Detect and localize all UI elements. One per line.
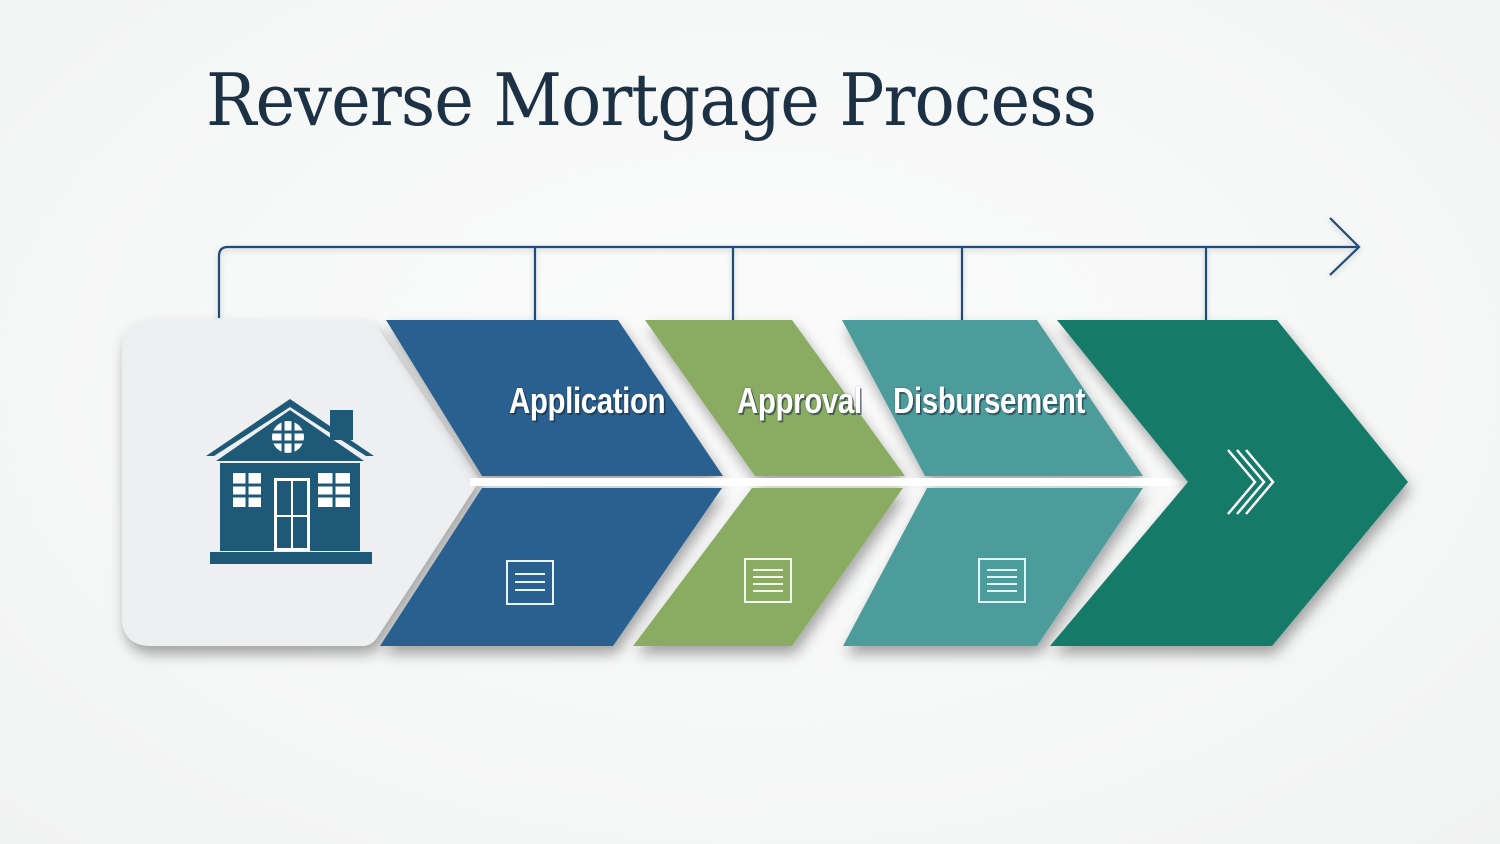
step-label-disbursement: Disbursement — [893, 380, 1085, 421]
arrow-right-icon — [1329, 217, 1361, 276]
step-label-application: Application — [509, 380, 666, 421]
application-lower — [380, 488, 722, 646]
page-title: Reverse Mortgage Process — [206, 58, 1097, 142]
document-lines-icon — [506, 560, 554, 605]
step-label-approval: Approval — [737, 380, 862, 421]
approval-lower — [633, 488, 903, 646]
timeline — [217, 217, 1361, 320]
step-application[interactable] — [380, 320, 723, 646]
disbursement-lower — [843, 488, 1143, 646]
disbursement-upper — [842, 320, 1143, 476]
divider — [470, 478, 1187, 486]
application-upper — [386, 320, 723, 476]
step-final[interactable] — [1050, 320, 1408, 646]
step-disbursement[interactable] — [842, 320, 1143, 646]
document-lines-icon — [744, 558, 792, 603]
step-approval[interactable] — [633, 320, 905, 646]
house-icon — [206, 399, 374, 564]
document-lines-icon — [978, 558, 1026, 603]
approval-upper — [645, 320, 905, 476]
timeline-axis — [217, 245, 1357, 318]
triple-chevron-right-icon — [1227, 449, 1275, 515]
